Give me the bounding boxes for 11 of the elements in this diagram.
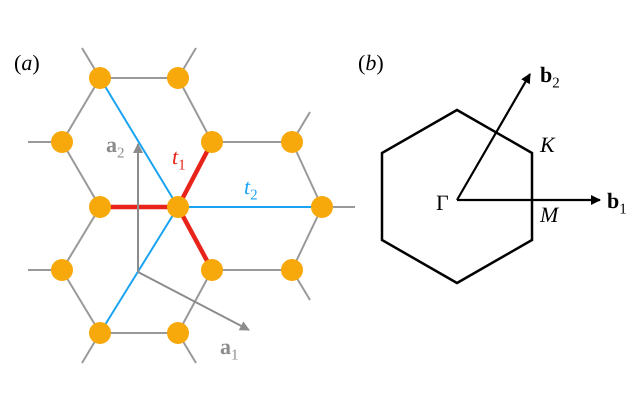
vector-label: a$_{1}$ [220, 336, 238, 364]
hopping-label: t$_{2}$ [244, 176, 258, 204]
hopping-label: t$_{1}$ [172, 146, 186, 174]
point-label: Γ [436, 192, 449, 214]
vector-label: b$_{2}$ [540, 64, 560, 92]
vector-label: b$_{1}$ [607, 190, 627, 218]
panel-label: (b) [358, 52, 384, 74]
point-label: M [540, 204, 558, 226]
vector-label: a$_{2}$ [106, 134, 124, 162]
panel-label: (a) [14, 52, 40, 74]
point-label: K [540, 134, 555, 156]
